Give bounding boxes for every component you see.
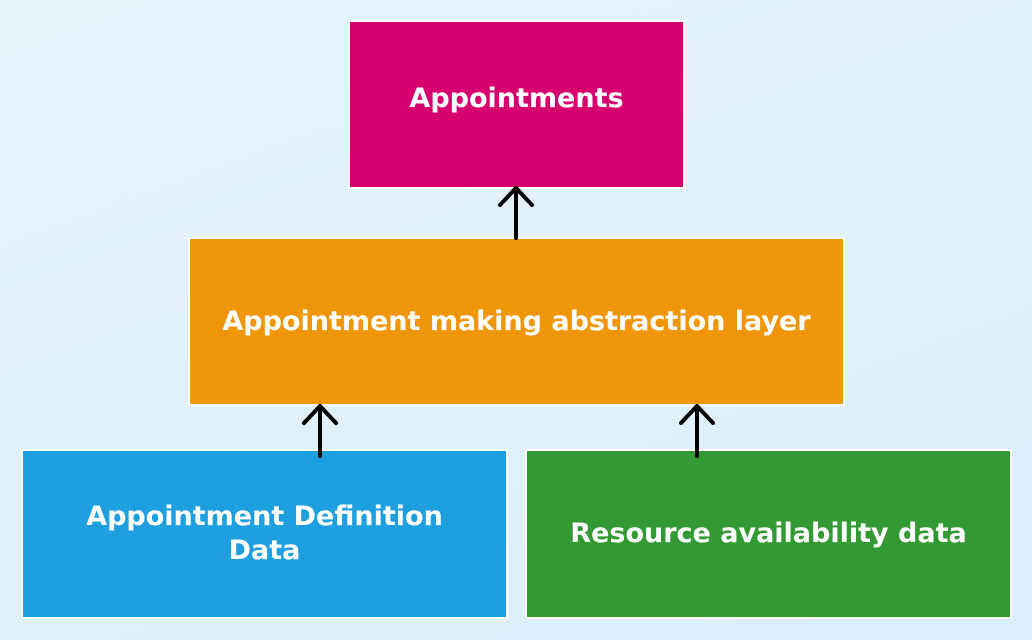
resource-data-label: Resource availability data bbox=[570, 518, 967, 550]
resource-data-box: Resource availability data bbox=[525, 449, 1012, 619]
arrow-up-icon bbox=[498, 186, 534, 240]
definition-data-box: Appointment Definition Data bbox=[21, 449, 508, 619]
appointments-box: Appointments bbox=[348, 20, 685, 189]
appointments-label: Appointments bbox=[409, 82, 624, 114]
abstraction-layer-label: Appointment making abstraction layer bbox=[222, 305, 811, 337]
definition-data-label: Appointment Definition Data bbox=[86, 501, 443, 566]
abstraction-layer-box: Appointment making abstraction layer bbox=[188, 237, 845, 406]
